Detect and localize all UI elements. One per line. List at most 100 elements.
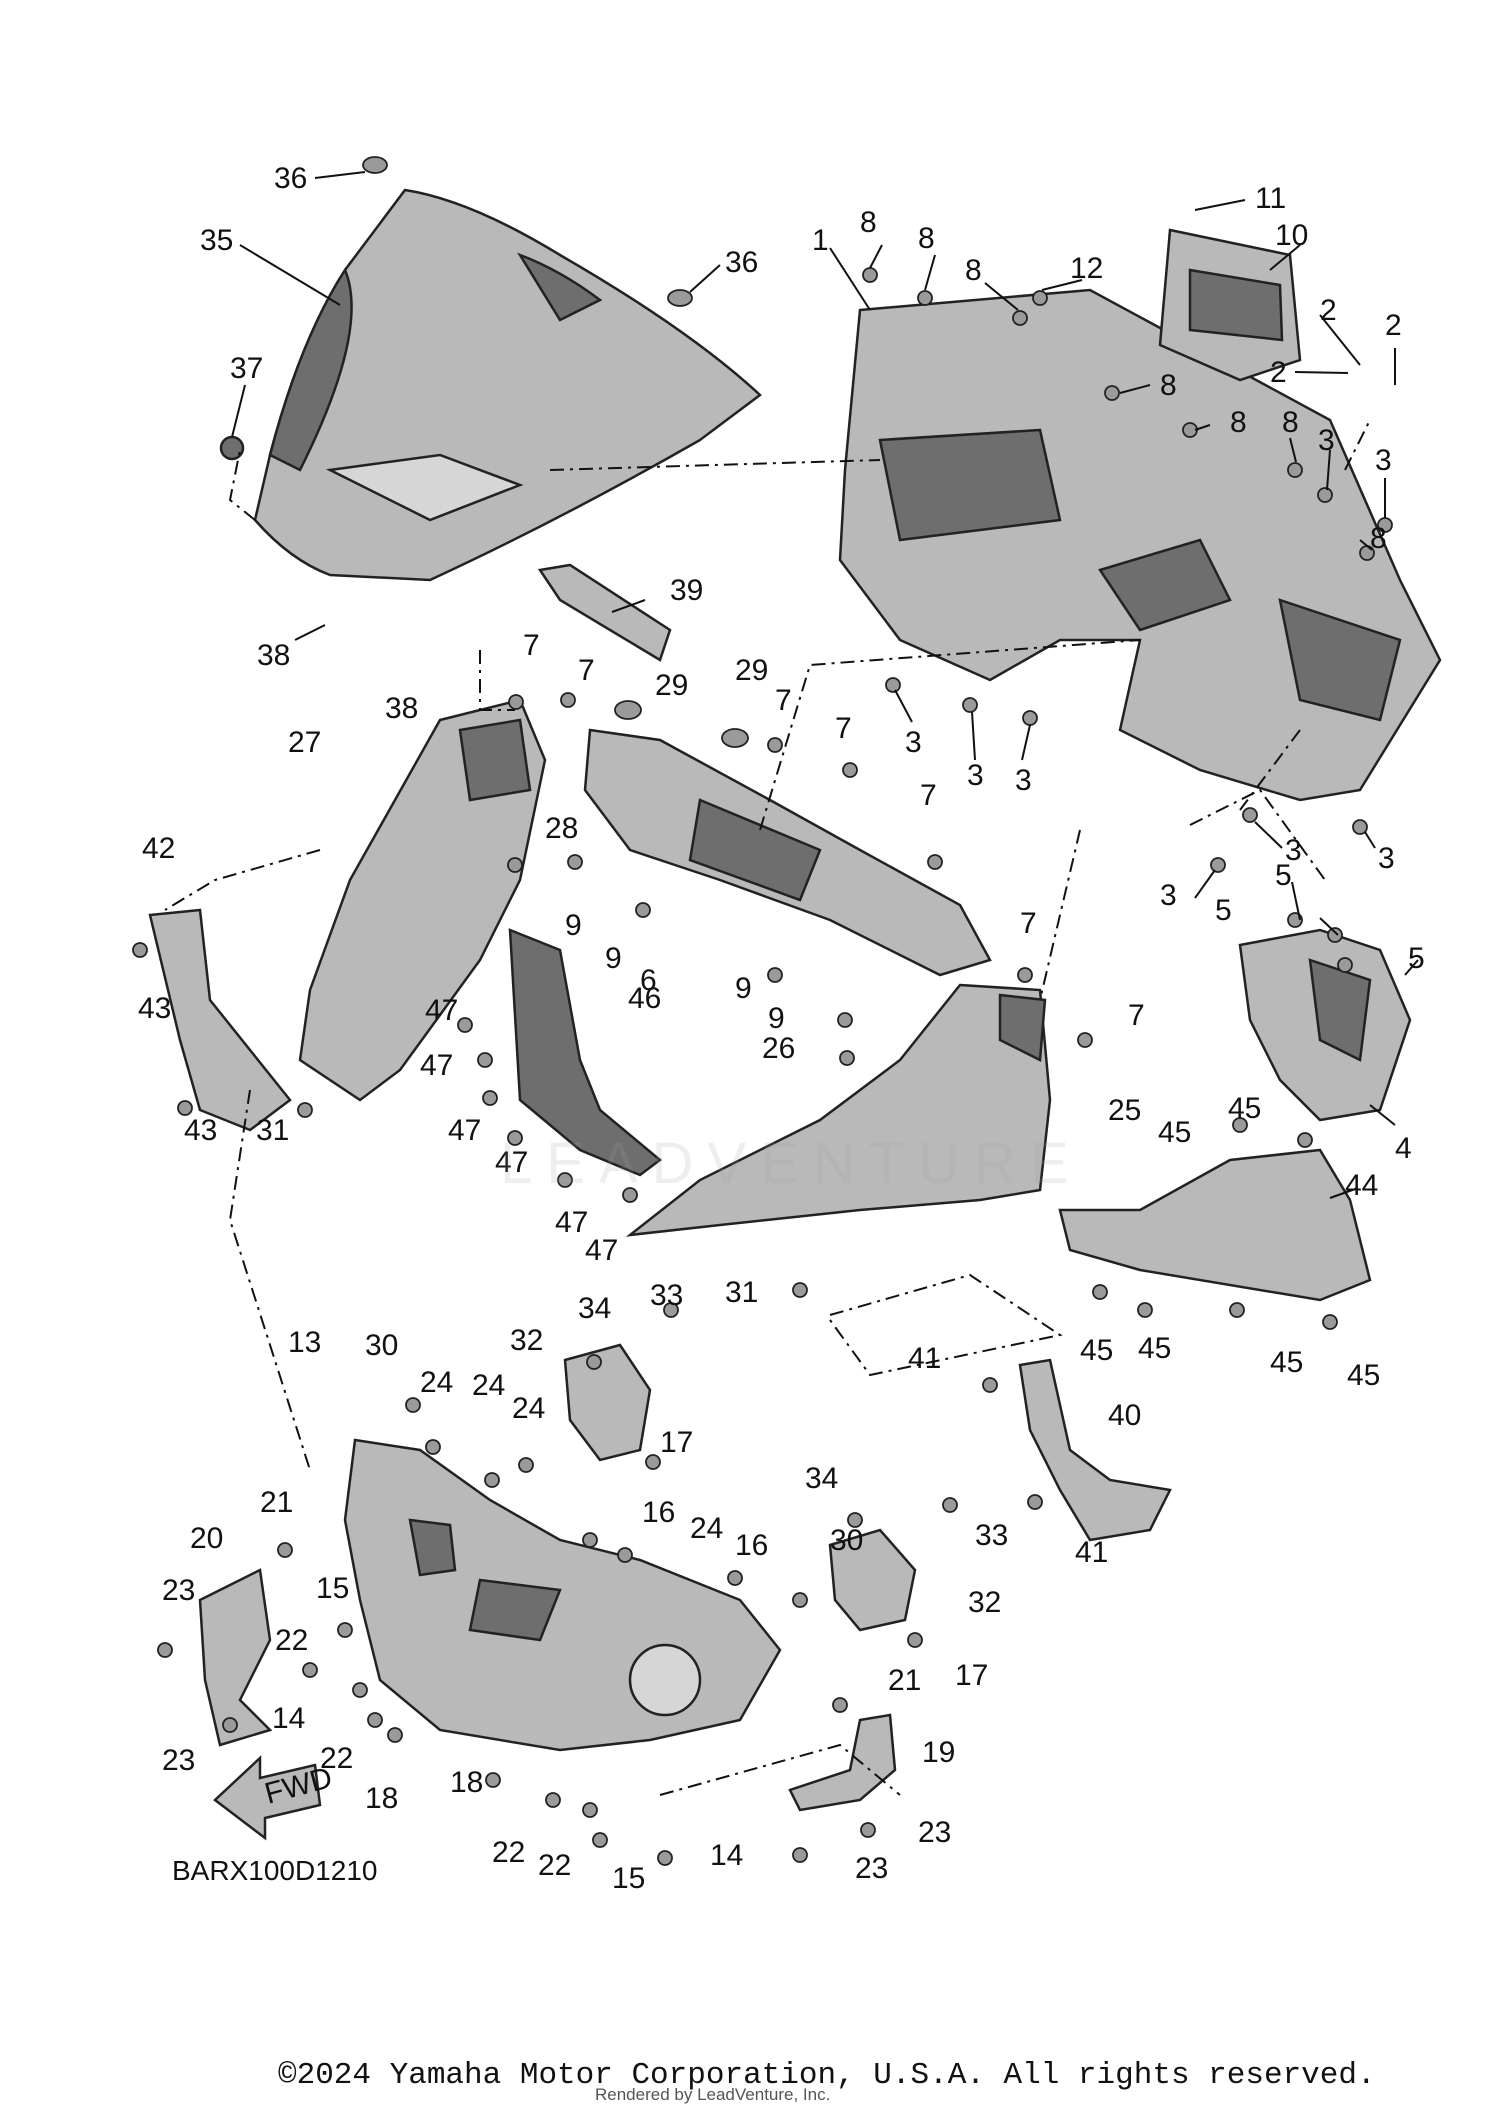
callout-7: 7 [920,779,937,812]
part-39-strip[interactable] [537,563,672,662]
callout-10: 10 [1275,219,1308,252]
callout-32: 32 [968,1586,1001,1619]
callout-8: 8 [1230,406,1247,439]
part-42-bracket[interactable] [148,908,292,1132]
callout-8: 8 [860,206,877,239]
part-40-bracket[interactable] [1018,1358,1172,1542]
part-44-panel[interactable] [1058,1148,1372,1302]
callout-45: 45 [1270,1346,1303,1379]
callout-29: 29 [735,654,768,687]
callout-7: 7 [1128,999,1145,1032]
callout-3: 3 [905,726,922,759]
callout-20: 20 [190,1522,223,1555]
callout-3: 3 [967,759,984,792]
callout-32: 32 [510,1324,543,1357]
callout-7: 7 [523,629,540,662]
callout-8: 8 [1370,522,1387,555]
copyright-notice: ©2024 Yamaha Motor Corporation, U.S.A. A… [278,2058,1376,2093]
callout-22: 22 [492,1836,525,1869]
watermark: LEADVENTURE [500,1131,1083,1196]
callout-39: 39 [670,574,703,607]
callout-18: 18 [450,1766,483,1799]
callout-47: 47 [555,1206,588,1239]
diagram-code: BARX100D1210 [172,1855,377,1886]
callout-3: 3 [1375,444,1392,477]
part-20-bracket[interactable] [198,1568,273,1747]
callout-30: 30 [365,1329,398,1362]
callout-5: 5 [1408,942,1425,975]
callout-13: 13 [288,1326,321,1359]
callout-9: 9 [768,1002,785,1035]
callout-8: 8 [1282,406,1299,439]
callout-7: 7 [835,712,852,745]
callout-3: 3 [1015,764,1032,797]
callout-24: 24 [420,1366,453,1399]
callout-41: 41 [1075,1536,1108,1569]
callout-25: 25 [1108,1094,1141,1127]
callout-23: 23 [162,1574,195,1607]
part-29-grommet-right[interactable] [721,728,749,748]
callout-16: 16 [735,1529,768,1562]
callout-3: 3 [1285,834,1302,867]
callout-9: 9 [735,972,752,1005]
callout-31: 31 [256,1114,289,1147]
callout-38: 38 [257,639,290,672]
callout-37: 37 [230,352,263,385]
part-6-center-panel[interactable] [583,728,992,977]
callout-3: 3 [1160,879,1177,912]
callout-45: 45 [1158,1116,1191,1149]
callout-28: 28 [545,812,578,845]
callout-41: 41 [908,1342,941,1375]
callout-45: 45 [1138,1332,1171,1365]
callout-22: 22 [538,1849,571,1882]
callout-26: 26 [762,1032,795,1065]
rendered-by-credit: Rendered by LeadVenture, Inc. [595,2085,831,2104]
callout-47: 47 [448,1114,481,1147]
callout-45: 45 [1347,1359,1380,1392]
callout-9: 9 [605,942,622,975]
callout-8: 8 [918,222,935,255]
callout-8: 8 [1160,369,1177,402]
part-27-side-panel[interactable] [298,698,547,1102]
callout-16: 16 [642,1496,675,1529]
callout-45: 45 [1228,1092,1261,1125]
fwd-arrow: FWD [213,1755,336,1841]
callout-9: 9 [565,909,582,942]
callout-6: 6 [640,964,657,997]
callout-43: 43 [184,1114,217,1147]
part-36-right-clip[interactable] [667,289,693,307]
callout-30: 30 [830,1524,863,1557]
part-13-front-guard[interactable] [343,1438,782,1752]
callout-43: 43 [138,992,171,1025]
fasteners [132,267,1393,1866]
callout-45: 45 [1080,1334,1113,1367]
callout-24: 24 [512,1392,545,1425]
callout-36: 36 [725,246,758,279]
callout-8: 8 [965,254,982,287]
part-35-hood[interactable] [253,188,762,582]
part-29-grommet-left[interactable] [614,700,642,720]
callout-7: 7 [775,684,792,717]
part-25-side-panel[interactable] [625,983,1052,1237]
callout-7: 7 [1020,907,1037,940]
callout-17: 17 [660,1426,693,1459]
part-19-bracket[interactable] [788,1713,897,1812]
part-32-upper-bracket[interactable] [563,1343,652,1462]
part-36-upper-clip[interactable] [362,156,388,174]
callout-21: 21 [888,1664,921,1697]
callout-47: 47 [495,1146,528,1179]
part-4-cover[interactable] [1238,928,1412,1122]
part-10-bracket[interactable] [1158,228,1302,382]
callout-5: 5 [1215,894,1232,927]
callout-14: 14 [710,1839,743,1872]
part-1-dash-panel[interactable] [838,288,1442,802]
callout-11: 11 [1255,182,1286,215]
callout-27: 27 [288,726,321,759]
callout-23: 23 [918,1816,951,1849]
callout-21: 21 [260,1486,293,1519]
part-37-grommet[interactable] [219,435,245,461]
callout-labels: 36 35 36 37 38 38 39 1 8 8 8 12 11 10 2 … [138,162,1425,1895]
callout-29: 29 [655,669,688,702]
part-32-lower-bracket[interactable] [828,1528,917,1632]
part-46-panel[interactable] [508,928,663,1177]
